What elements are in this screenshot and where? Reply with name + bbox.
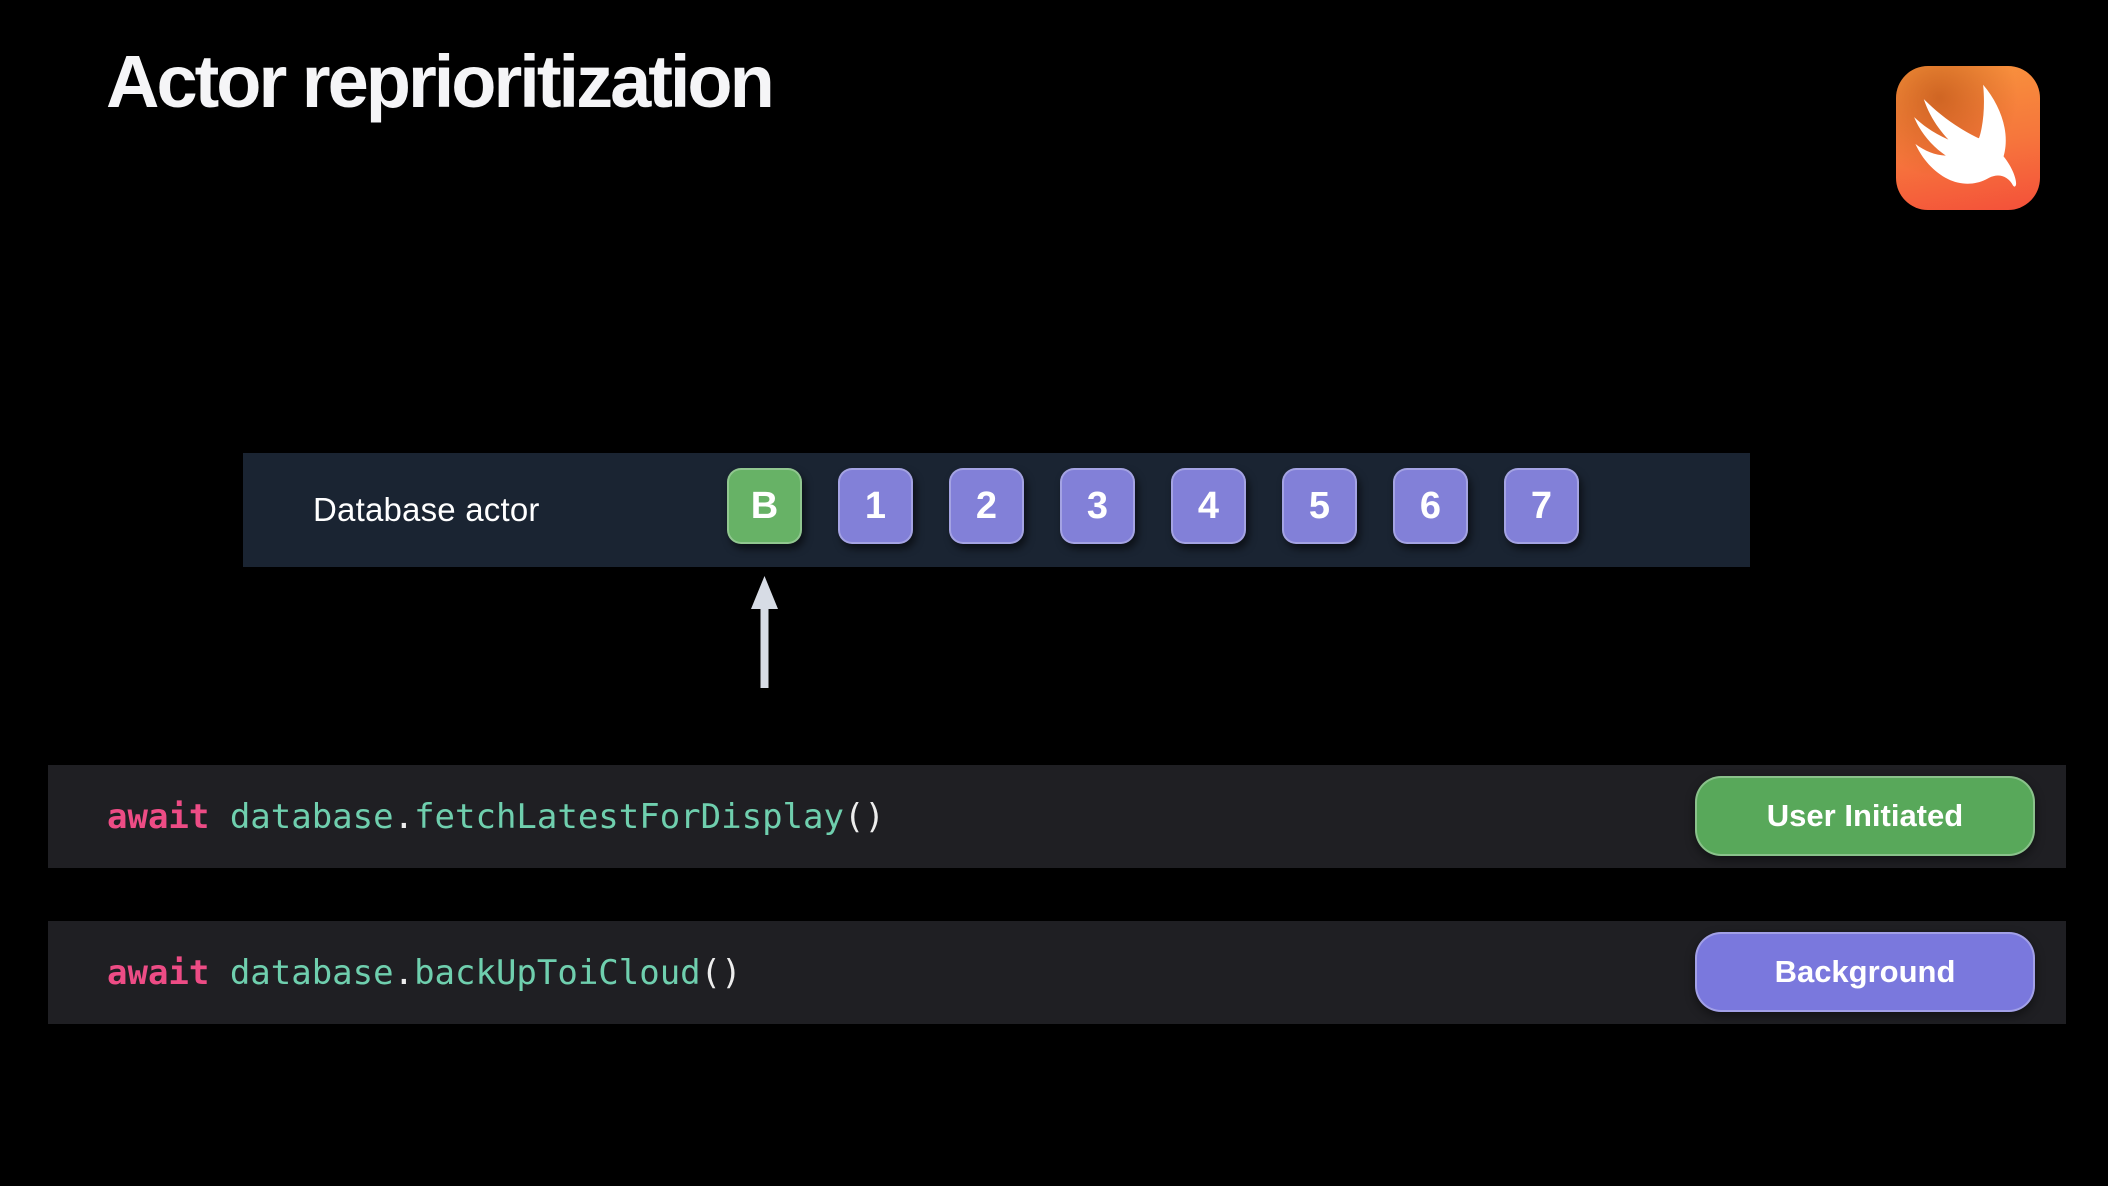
queue-block-1: 1: [838, 468, 913, 544]
priority-badge-user-initiated: User Initiated: [1695, 776, 2035, 856]
code-line-backup: await database.backUpToiCloud(): [48, 953, 742, 993]
code-token-keyword: await: [107, 796, 210, 837]
up-arrow-icon: [751, 576, 778, 688]
code-token-object: database: [209, 796, 394, 837]
code-line-fetch: await database.fetchLatestForDisplay(): [48, 797, 885, 837]
code-token-dot: .: [393, 796, 415, 837]
code-token-parens: (): [843, 796, 885, 837]
swift-logo: [1896, 66, 2040, 210]
code-token-method: backUpToiCloud: [414, 952, 701, 993]
queue-block-2: 2: [949, 468, 1024, 544]
queue-block-3: 3: [1060, 468, 1135, 544]
code-token-method: fetchLatestForDisplay: [414, 796, 844, 837]
queue-block-4: 4: [1171, 468, 1246, 544]
code-token-dot: .: [393, 952, 415, 993]
code-token-object: database: [209, 952, 394, 993]
actor-lane-label: Database actor: [313, 491, 540, 528]
page-title: Actor reprioritization: [106, 40, 775, 123]
priority-badge-background: Background: [1695, 932, 2035, 1012]
code-token-keyword: await: [107, 952, 210, 993]
queue-block-6: 6: [1393, 468, 1468, 544]
queue-block-5: 5: [1282, 468, 1357, 544]
actor-lane: Database actor B 1 2 3 4 5 6 7: [243, 453, 1750, 567]
code-token-parens: (): [700, 952, 742, 993]
queue-block-7: 7: [1504, 468, 1579, 544]
code-row-fetch: await database.fetchLatestForDisplay() U…: [48, 765, 2066, 868]
queue-block-b: B: [727, 468, 802, 544]
code-row-backup: await database.backUpToiCloud() Backgrou…: [48, 921, 2066, 1024]
swift-bird-icon: [1914, 84, 2017, 187]
